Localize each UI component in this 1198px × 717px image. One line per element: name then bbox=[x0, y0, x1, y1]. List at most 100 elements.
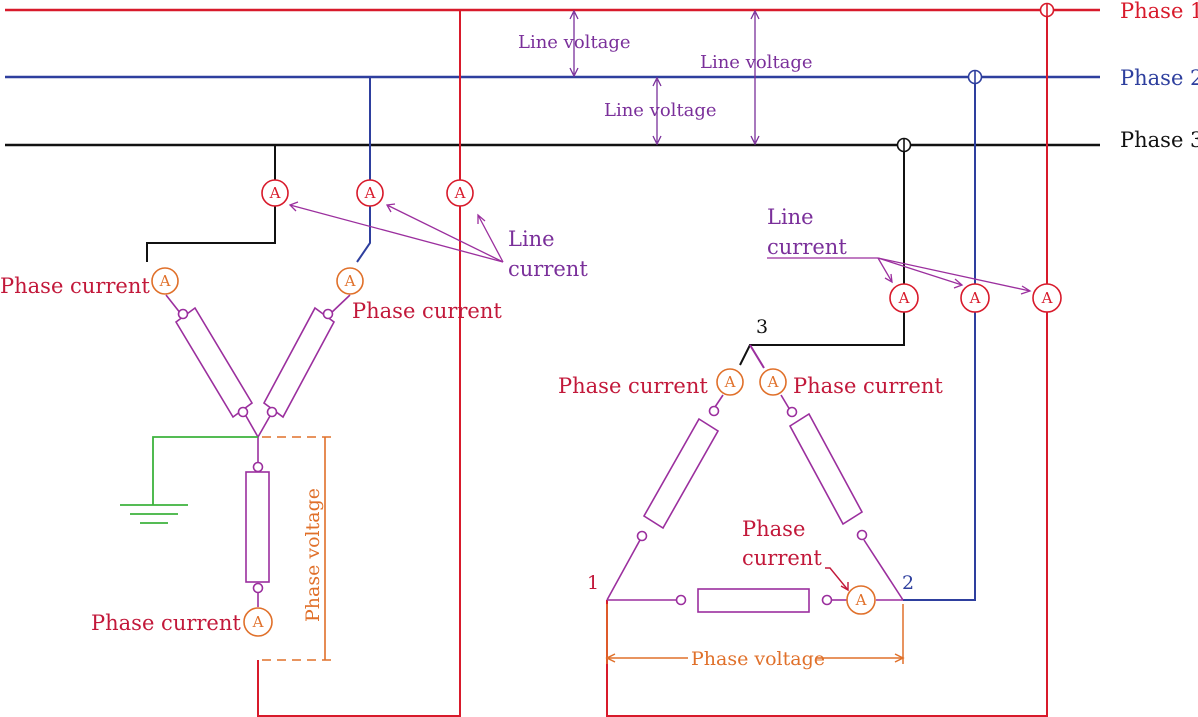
ammeter-letters: A A A A A A A A A A A A bbox=[159, 184, 1053, 631]
delta-phase-current-label-right: Phase current bbox=[793, 374, 943, 398]
star-line-current-label-line: Line bbox=[508, 227, 555, 251]
wire bbox=[329, 294, 351, 315]
ammeter-star-line2-icon bbox=[356, 179, 384, 207]
pointer-line bbox=[877, 257, 893, 283]
star-phase-voltage-label: Phase voltage bbox=[302, 488, 324, 622]
star-load-resistor-left bbox=[174, 306, 254, 419]
star-phase-current-label-left: Phase current bbox=[0, 274, 150, 298]
delta-load-branches bbox=[606, 394, 904, 613]
terminal bbox=[252, 461, 264, 473]
wire bbox=[606, 539, 641, 601]
delta-node-3-label: 3 bbox=[756, 316, 768, 338]
terminal bbox=[786, 406, 798, 418]
terminal bbox=[708, 405, 720, 417]
terminal bbox=[636, 530, 648, 542]
ammeter-delta-phase-bottom-icon bbox=[846, 585, 876, 615]
arrowhead bbox=[840, 582, 849, 592]
line-voltage-label-13: Line voltage bbox=[700, 52, 813, 73]
terminal bbox=[675, 594, 687, 606]
wire bbox=[780, 394, 791, 411]
wire bbox=[863, 539, 904, 601]
arrowhead bbox=[750, 135, 760, 146]
ammeter-letter: A bbox=[364, 184, 376, 202]
pointer-line bbox=[289, 204, 504, 263]
phase2-label: Phase 2 bbox=[1120, 66, 1198, 90]
arrowhead bbox=[569, 67, 579, 78]
phase-ammeters bbox=[151, 267, 876, 637]
arrowhead bbox=[884, 273, 893, 284]
ammeter-delta-phase-right-icon bbox=[759, 368, 787, 396]
terminal bbox=[177, 308, 189, 320]
star-line-current-label-current: current bbox=[508, 257, 588, 281]
wire bbox=[749, 344, 765, 369]
star-phase3-lead bbox=[146, 145, 276, 262]
ammeter-letter: A bbox=[159, 272, 171, 290]
arrowhead bbox=[1020, 285, 1032, 295]
delta-load-resistor-bottom bbox=[697, 588, 810, 613]
ammeter-star-phase-right-icon bbox=[336, 267, 364, 295]
delta-phase-voltage-bracket bbox=[605, 604, 905, 664]
delta-load-resistor-left bbox=[642, 417, 720, 530]
ammeter-star-line3-icon bbox=[261, 179, 289, 207]
ammeter-star-phase-bottom-icon bbox=[243, 607, 273, 637]
star-phase-current-label-bottom: Phase current bbox=[91, 611, 241, 635]
arrowhead bbox=[652, 76, 662, 87]
ammeter-letter: A bbox=[344, 272, 356, 290]
neutral-lead bbox=[152, 436, 258, 505]
ground-connection bbox=[120, 436, 258, 524]
delta-phase-current-label-bottom-current: current bbox=[742, 546, 822, 570]
wire bbox=[245, 415, 259, 438]
annotation-pointers bbox=[288, 201, 1032, 295]
ammeter-star-line1-icon bbox=[446, 179, 474, 207]
line-voltage-arrows bbox=[569, 9, 760, 146]
ammeter-letter: A bbox=[252, 613, 264, 631]
arrowhead bbox=[569, 9, 579, 20]
delta-node-2-label: 2 bbox=[902, 572, 914, 594]
ammeter-letter: A bbox=[724, 373, 736, 391]
terminal bbox=[266, 406, 278, 418]
ammeter-delta-line1-icon bbox=[1032, 283, 1062, 313]
delta-line-current-label-current: current bbox=[767, 235, 847, 259]
arrowhead bbox=[652, 135, 662, 146]
terminal bbox=[237, 406, 249, 418]
pointer-line bbox=[877, 257, 963, 286]
star-load-resistor-right bbox=[262, 306, 336, 419]
terminal bbox=[856, 529, 868, 541]
star-phase1-lead bbox=[257, 10, 461, 717]
delta-line-current-label-line: Line bbox=[767, 205, 814, 229]
delta-phase-current-label-left: Phase current bbox=[558, 374, 708, 398]
pointer-line bbox=[877, 257, 1031, 292]
ammeter-delta-line3-icon bbox=[889, 283, 919, 313]
arrowhead bbox=[385, 203, 396, 213]
pointer-line bbox=[477, 214, 504, 263]
line-ammeters bbox=[261, 179, 1062, 313]
delta-load-resistor-right bbox=[788, 412, 864, 526]
line-voltage-label-23: Line voltage bbox=[604, 100, 717, 121]
arrowhead bbox=[288, 201, 299, 212]
current-crossings bbox=[896, 2, 1055, 153]
ammeter-letter: A bbox=[969, 289, 981, 307]
ammeter-delta-phase-left-icon bbox=[716, 368, 744, 396]
star-phase-voltage-bracket bbox=[262, 436, 332, 661]
wire bbox=[165, 294, 182, 315]
arrowhead bbox=[894, 653, 905, 663]
arrowhead bbox=[750, 9, 760, 20]
ammeter-letter: A bbox=[898, 289, 910, 307]
star-wiring bbox=[146, 10, 461, 717]
delta-phase-current-label-bottom-phase: Phase bbox=[742, 517, 805, 541]
terminal bbox=[252, 582, 264, 594]
ammeter-delta-line2-icon bbox=[960, 283, 990, 313]
delta-phase2-lead bbox=[903, 77, 976, 601]
arrowhead bbox=[953, 278, 964, 289]
line-voltage-label-12: Line voltage bbox=[518, 32, 631, 53]
star-phase-current-label-right: Phase current bbox=[352, 299, 502, 323]
phase-current-pointer bbox=[825, 567, 849, 591]
delta-node-1-label: 1 bbox=[587, 572, 599, 594]
terminal bbox=[322, 308, 334, 320]
arrowhead bbox=[605, 653, 616, 663]
ammeter-letter: A bbox=[767, 373, 779, 391]
pointer-line bbox=[386, 204, 504, 263]
star-phase2-lead bbox=[356, 77, 371, 263]
bus-lines bbox=[5, 8, 1100, 147]
